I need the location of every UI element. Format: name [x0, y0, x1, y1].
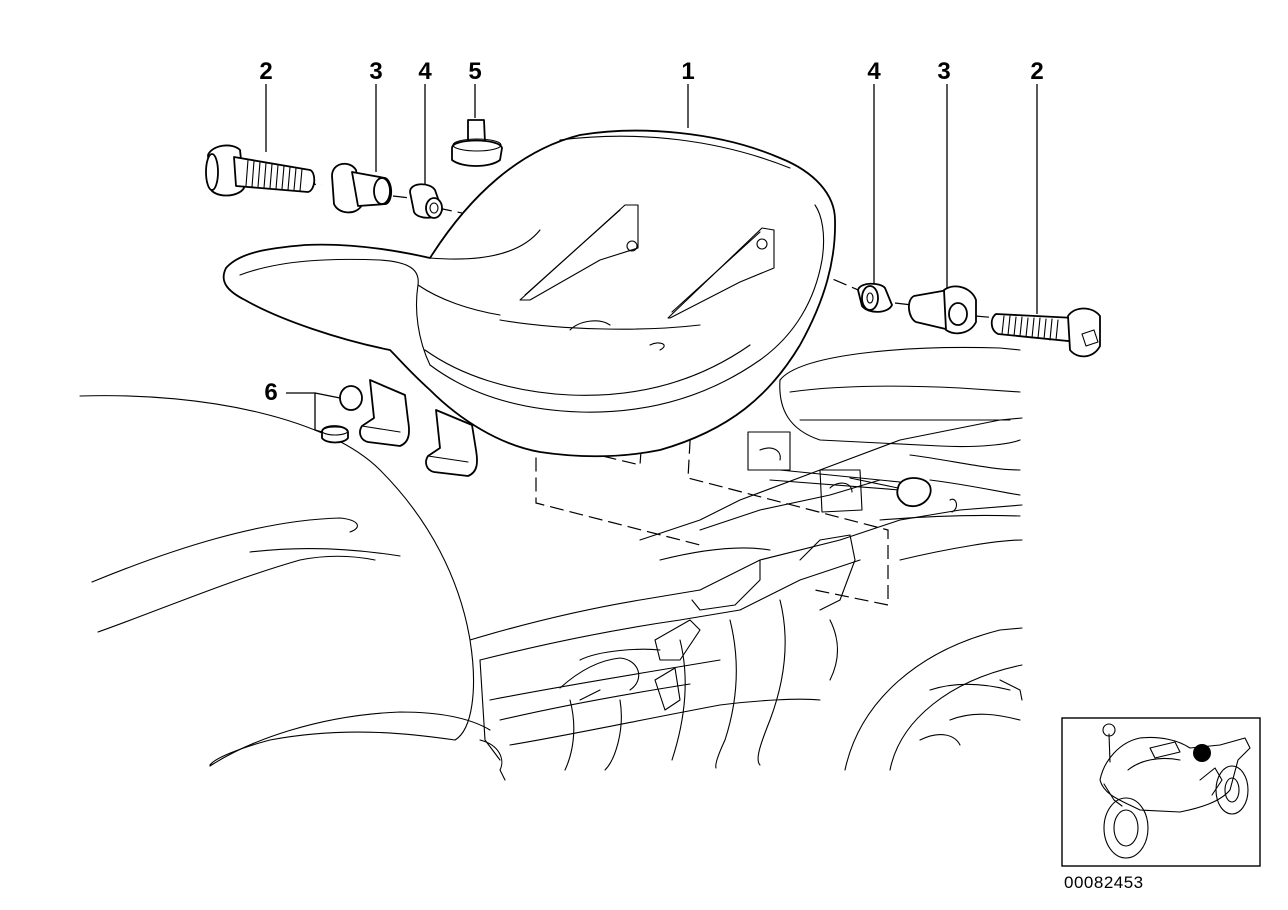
bolt-left — [205, 144, 316, 197]
callout-3-left: 3 — [369, 58, 382, 85]
callout-labels: 1 2 3 4 5 4 3 2 6 — [259, 58, 1043, 406]
sleeve-right — [908, 285, 977, 335]
leader-lines — [265, 84, 1038, 433]
seat-part — [222, 129, 836, 458]
callout-5: 5 — [468, 58, 481, 85]
location-marker-icon — [1193, 744, 1211, 762]
sleeve-left — [331, 162, 393, 214]
seat-brackets — [359, 379, 478, 477]
reference-number: 00082453 — [1064, 873, 1144, 892]
locator-inset — [1061, 717, 1261, 867]
motorcycle-background — [79, 346, 1023, 781]
bolt-right — [990, 307, 1101, 358]
caps-part — [321, 385, 363, 444]
callout-2-left: 2 — [259, 58, 272, 85]
callout-1: 1 — [681, 58, 694, 85]
callout-4-right: 4 — [867, 58, 881, 85]
grommet-right — [857, 282, 893, 313]
callout-4-left: 4 — [418, 58, 432, 85]
grommet-left — [409, 183, 443, 219]
buffer-part — [451, 119, 503, 167]
callout-2-right: 2 — [1030, 58, 1043, 85]
callout-6: 6 — [264, 379, 277, 406]
callout-3-right: 3 — [937, 58, 950, 85]
